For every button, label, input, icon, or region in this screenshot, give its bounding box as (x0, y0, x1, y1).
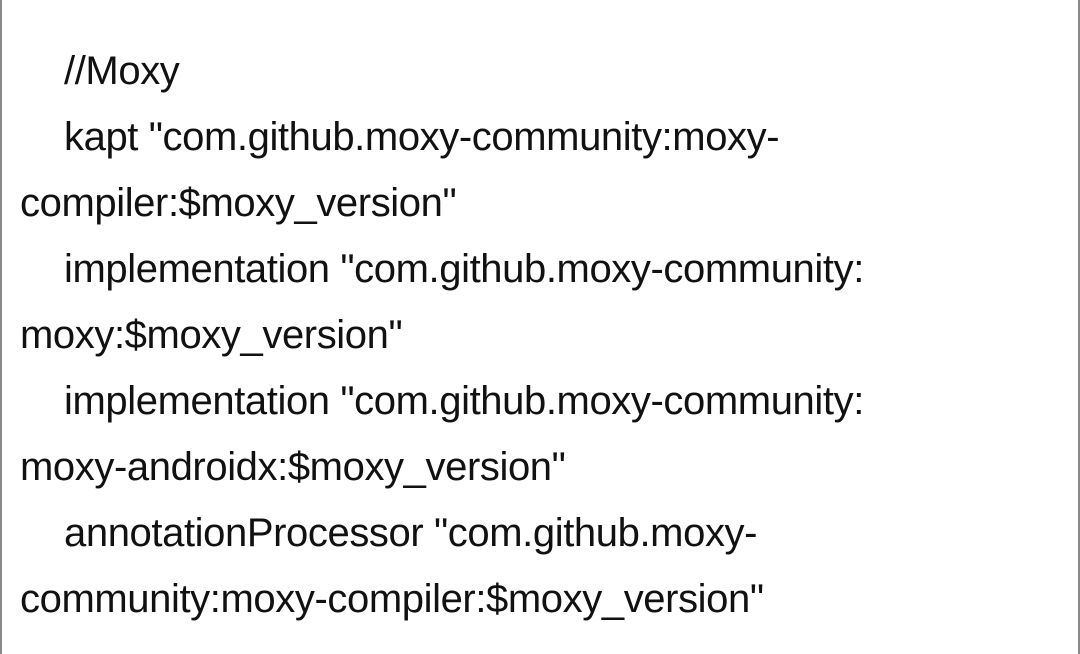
kapt-line-continuation: compiler:$moxy_version" (20, 181, 457, 225)
left-border (0, 0, 2, 654)
comment-moxy-line: //Moxy (64, 49, 180, 93)
annotation-processor-line-start: annotationProcessor "com.github.moxy- (64, 511, 758, 555)
implementation-moxy-line-continuation: moxy:$moxy_version" (20, 313, 403, 357)
implementation-moxy-line-start: implementation "com.github.moxy-communit… (64, 247, 864, 291)
implementation-androidx-line-start: implementation "com.github.moxy-communit… (64, 379, 864, 423)
annotation-processor-line-continuation: community:moxy-compiler:$moxy_version" (20, 577, 764, 621)
kapt-line-start: kapt "com.github.moxy-community:moxy- (64, 115, 780, 159)
code-text-block: //Moxy kapt "com.github.moxy-community:m… (20, 38, 1060, 632)
right-border (1078, 0, 1080, 654)
implementation-androidx-line-continuation: moxy-androidx:$moxy_version" (20, 445, 566, 489)
